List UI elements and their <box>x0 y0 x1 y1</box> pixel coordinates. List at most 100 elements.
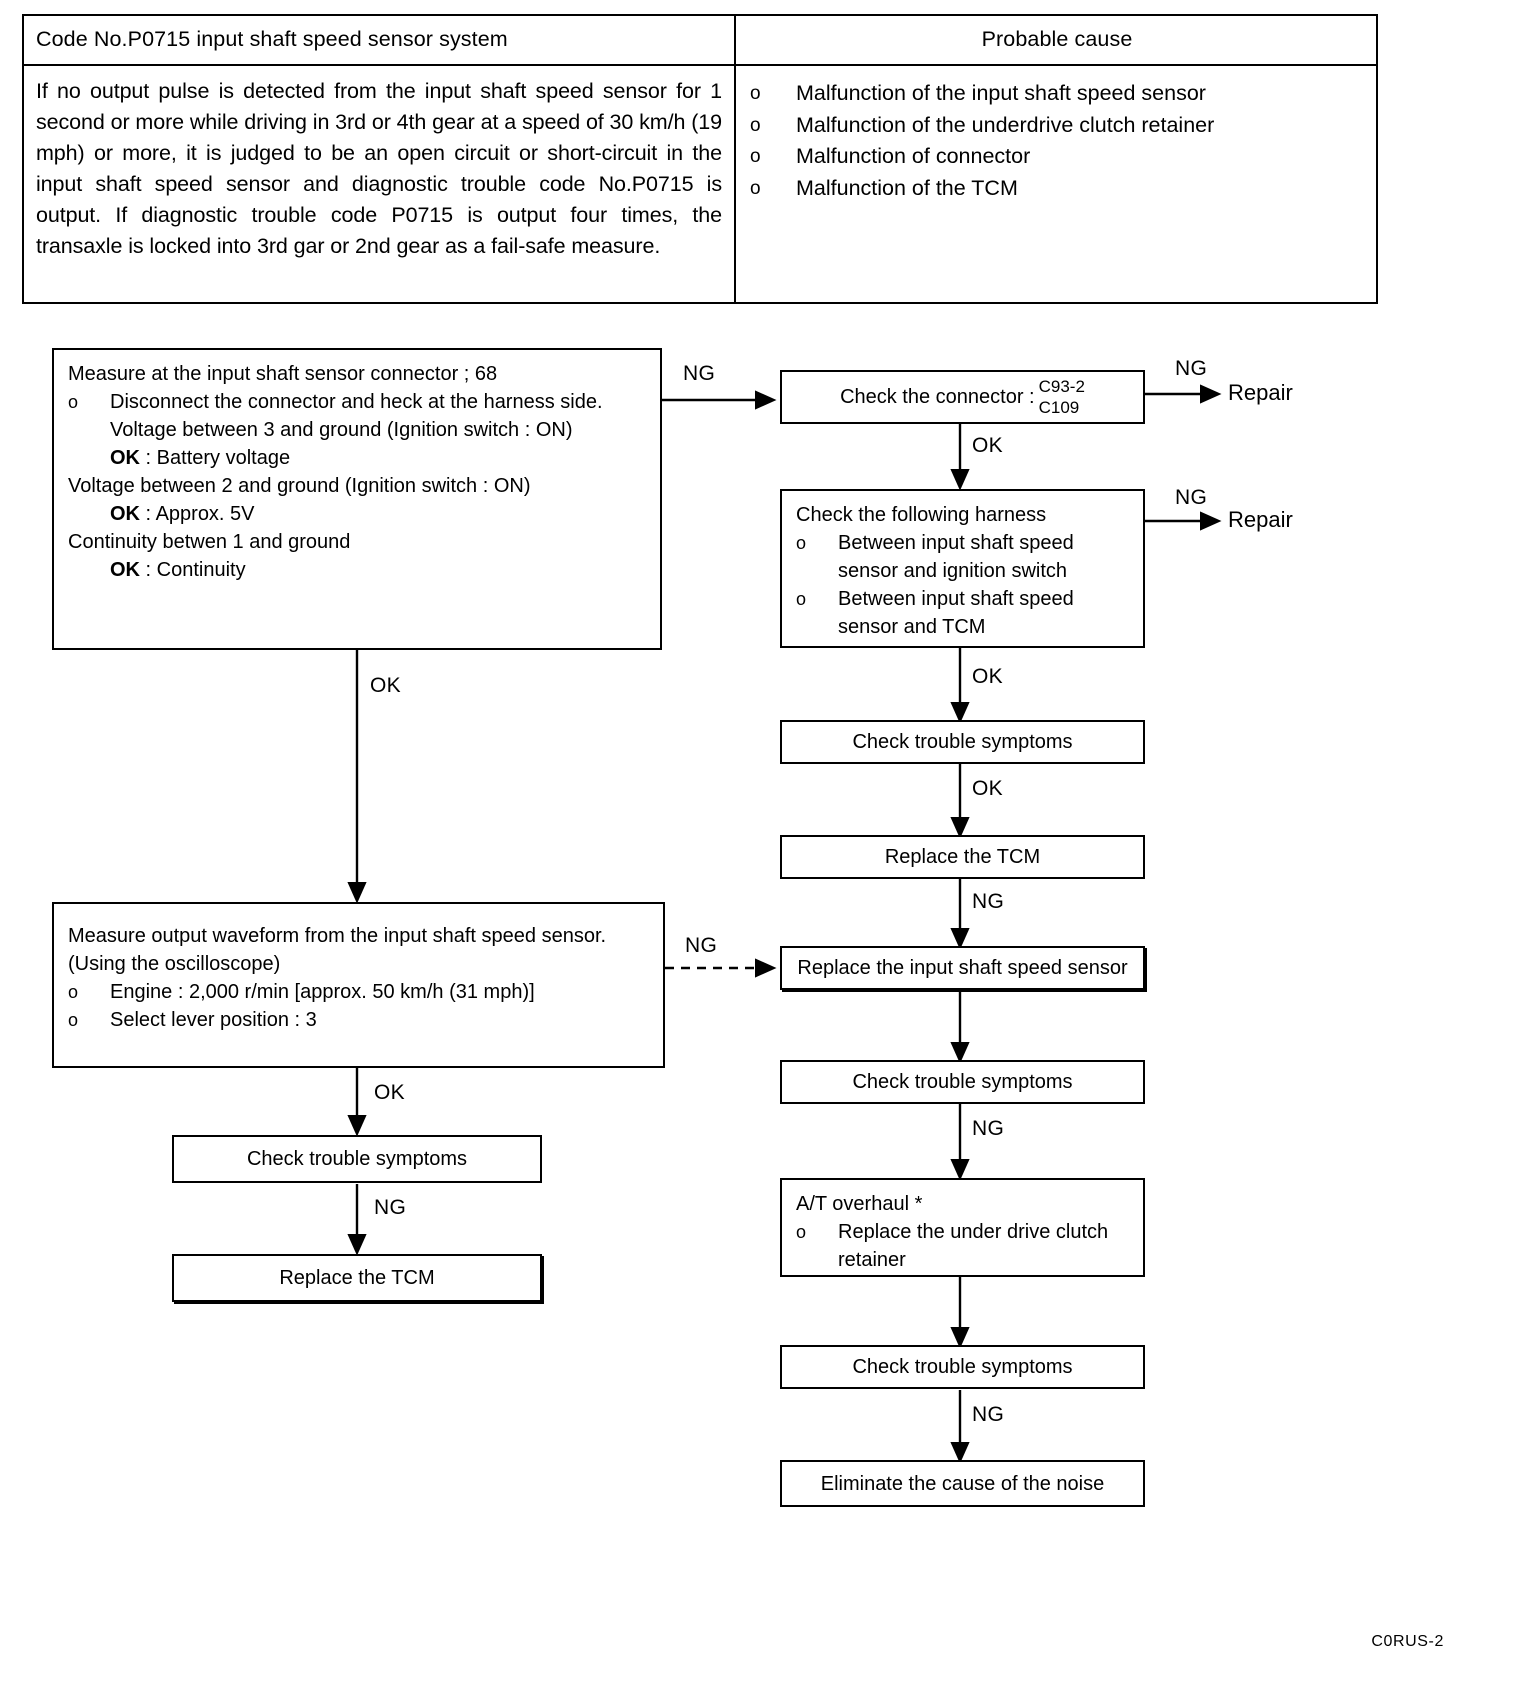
bullet-icon: o <box>750 114 761 136</box>
dtc-table-body-row: If no output pulse is detected from the … <box>24 66 1376 302</box>
measure-title: Measure at the input shaft sensor connec… <box>68 363 498 385</box>
at-overhaul-item-line-1: Replace the under drive clutch <box>838 1221 1109 1243</box>
list-item: o Malfunction of connector <box>750 141 1364 173</box>
bullet-icon: o <box>750 177 761 199</box>
node-check-trouble-symptoms-right-2[interactable]: Check trouble symptoms <box>780 1060 1145 1104</box>
bullet-icon: o <box>68 1010 79 1030</box>
check-connector-label: Check the connector : <box>840 386 1035 408</box>
node-check-trouble-symptoms-right-3[interactable]: Check trouble symptoms <box>780 1345 1145 1389</box>
node-replace-tcm-right[interactable]: Replace the TCM <box>780 835 1145 879</box>
probable-cause-title: Probable cause <box>981 27 1133 51</box>
node-at-overhaul[interactable]: A/T overhaul * o Replace the under drive… <box>780 1178 1145 1277</box>
list-item: o Malfunction of the TCM <box>750 173 1364 205</box>
node-replace-input-shaft-speed-sensor[interactable]: Replace the input shaft speed sensor <box>780 946 1145 990</box>
edge-label-ng-left-to-replace-tcm: NG <box>374 1196 407 1219</box>
harness-item-2: o Between input shaft speed <box>796 585 1129 613</box>
dtc-description-cell: If no output pulse is detected from the … <box>24 66 736 302</box>
check-connector-content: Check the connector : C93-2 C109 <box>782 372 1143 422</box>
measure-voltage3-text: Voltage between 3 and ground (Ignition s… <box>110 419 573 441</box>
measure-ok2-row: OK : Approx. 5V <box>68 500 646 528</box>
dtc-description-text: If no output pulse is detected from the … <box>36 79 722 258</box>
harness-title: Check the following harness <box>796 504 1047 526</box>
harness-item-2-line-2: sensor and TCM <box>838 616 986 638</box>
measure-continuity-text: Continuity betwen 1 and ground <box>68 531 351 553</box>
bullet-icon: o <box>796 533 807 553</box>
dtc-table-header-right-cell: Probable cause <box>736 16 1376 64</box>
edge-label-ok-to-harness: OK <box>972 434 1003 457</box>
bullet-icon: o <box>750 146 761 167</box>
harness-item-1: o Between input shaft speed <box>796 529 1129 557</box>
edge-label-ng-to-check-connector: NG <box>683 362 716 385</box>
node-label: Check trouble symptoms <box>852 731 1073 753</box>
bullet-icon: o <box>796 1222 807 1242</box>
at-overhaul-title: A/T overhaul * <box>796 1193 923 1215</box>
node-label: Check trouble symptoms <box>246 1148 468 1170</box>
list-item: o Malfunction of the input shaft speed s… <box>750 78 1364 110</box>
dtc-table-header-left-cell: Code No.P0715 input shaft speed sensor s… <box>24 16 736 64</box>
bullet-icon: o <box>68 392 79 412</box>
cause-text: Malfunction of the underdrive clutch ret… <box>796 112 1215 137</box>
label-repair-1: Repair <box>1228 380 1293 405</box>
edge-label-ok-left-to-cts: OK <box>374 1081 405 1104</box>
edge-label-ng-waveform-to-sensor: NG <box>685 934 718 957</box>
at-overhaul-item-line-2: retainer <box>838 1249 906 1271</box>
measure-ok1-row: OK : Continuity <box>68 556 646 584</box>
node-label: Eliminate the cause of the noise <box>820 1472 1105 1495</box>
label-repair-2: Repair <box>1228 507 1293 532</box>
node-check-following-harness[interactable]: Check the following harness o Between in… <box>780 489 1145 648</box>
node-replace-tcm-left[interactable]: Replace the TCM <box>172 1254 542 1302</box>
node-label: Check trouble symptoms <box>852 1356 1073 1378</box>
probable-cause-cell: o Malfunction of the input shaft speed s… <box>736 66 1376 302</box>
node-check-the-connector[interactable]: Check the connector : C93-2 C109 <box>780 370 1145 424</box>
node-label: Check trouble symptoms <box>852 1071 1073 1093</box>
edge-label-ng-to-eliminate-noise: NG <box>972 1403 1005 1426</box>
edge-label-ng-to-at-overhaul: NG <box>972 1117 1005 1140</box>
dtc-code-title: Code No.P0715 input shaft speed sensor s… <box>36 27 508 51</box>
ok-label: OK <box>110 559 140 581</box>
node-measure-output-waveform[interactable]: Measure output waveform from the input s… <box>52 902 665 1068</box>
ok-value: : Continuity <box>140 559 246 581</box>
dtc-table-header-row: Code No.P0715 input shaft speed sensor s… <box>24 16 1376 66</box>
measure-disconnect-text: Disconnect the connector and heck at the… <box>110 391 603 413</box>
ok-value: : Approx. 5V <box>140 503 255 525</box>
cause-text: Malfunction of the input shaft speed sen… <box>796 81 1206 105</box>
waveform-item-1-text: Engine : 2,000 r/min [approx. 50 km/h (3… <box>110 981 535 1003</box>
harness-item-1-line-1: Between input shaft speed <box>838 532 1074 554</box>
node-check-trouble-symptoms-right-1[interactable]: Check trouble symptoms <box>780 720 1145 764</box>
list-item: o Malfunction of the underdrive clutch r… <box>750 110 1364 142</box>
ok-label: OK <box>110 503 140 525</box>
cause-text: Malfunction of the TCM <box>796 175 1018 200</box>
footer-document-code: C0RUS-2 <box>1371 1633 1444 1650</box>
bullet-icon: o <box>68 982 79 1002</box>
edge-label-ng-to-repair-1: NG <box>1175 357 1208 380</box>
connector-code-2: C109 <box>1038 398 1080 417</box>
harness-item-1-line-2: sensor and ignition switch <box>838 560 1068 582</box>
ok-value: : Battery voltage <box>140 447 291 469</box>
edge-label-ng-to-repair-2: NG <box>1175 486 1208 509</box>
connector-code-list: C93-2 C109 <box>1035 376 1085 418</box>
cause-text: Malfunction of connector <box>796 144 1031 168</box>
connector-code-1: C93-2 <box>1038 377 1085 396</box>
edge-label-ok-to-replace-tcm-right: OK <box>972 777 1003 800</box>
waveform-item-2-text: Select lever position : 3 <box>110 1009 317 1031</box>
node-label: Replace the input shaft speed sensor <box>797 957 1128 979</box>
node-label: Replace the TCM <box>279 1267 435 1289</box>
waveform-line-2: (Using the oscilloscope) <box>68 953 281 975</box>
edge-label-ok-left-to-waveform: OK <box>370 674 401 697</box>
waveform-line-1: Measure output waveform from the input s… <box>68 925 607 947</box>
node-label: Replace the TCM <box>884 846 1041 868</box>
edge-label-ok-to-cts-1: OK <box>972 665 1003 688</box>
ok-label: OK <box>110 447 140 469</box>
measure-bullet-row: o Disconnect the connector and heck at t… <box>68 388 646 416</box>
node-measure-at-connector[interactable]: Measure at the input shaft sensor connec… <box>52 348 662 650</box>
node-check-trouble-symptoms-left[interactable]: Check trouble symptoms <box>172 1135 542 1183</box>
node-eliminate-cause-of-noise[interactable]: Eliminate the cause of the noise <box>780 1460 1145 1507</box>
edge-label-ng-to-replace-sensor: NG <box>972 890 1005 913</box>
bullet-icon: o <box>750 83 761 104</box>
measure-voltage2-text: Voltage between 2 and ground (Ignition s… <box>68 475 531 497</box>
at-overhaul-item: o Replace the under drive clutch <box>796 1218 1129 1246</box>
dtc-table: Code No.P0715 input shaft speed sensor s… <box>22 14 1378 304</box>
waveform-item-1: o Engine : 2,000 r/min [approx. 50 km/h … <box>68 978 649 1006</box>
waveform-item-2: o Select lever position : 3 <box>68 1006 649 1034</box>
probable-cause-list: o Malfunction of the input shaft speed s… <box>750 72 1364 204</box>
